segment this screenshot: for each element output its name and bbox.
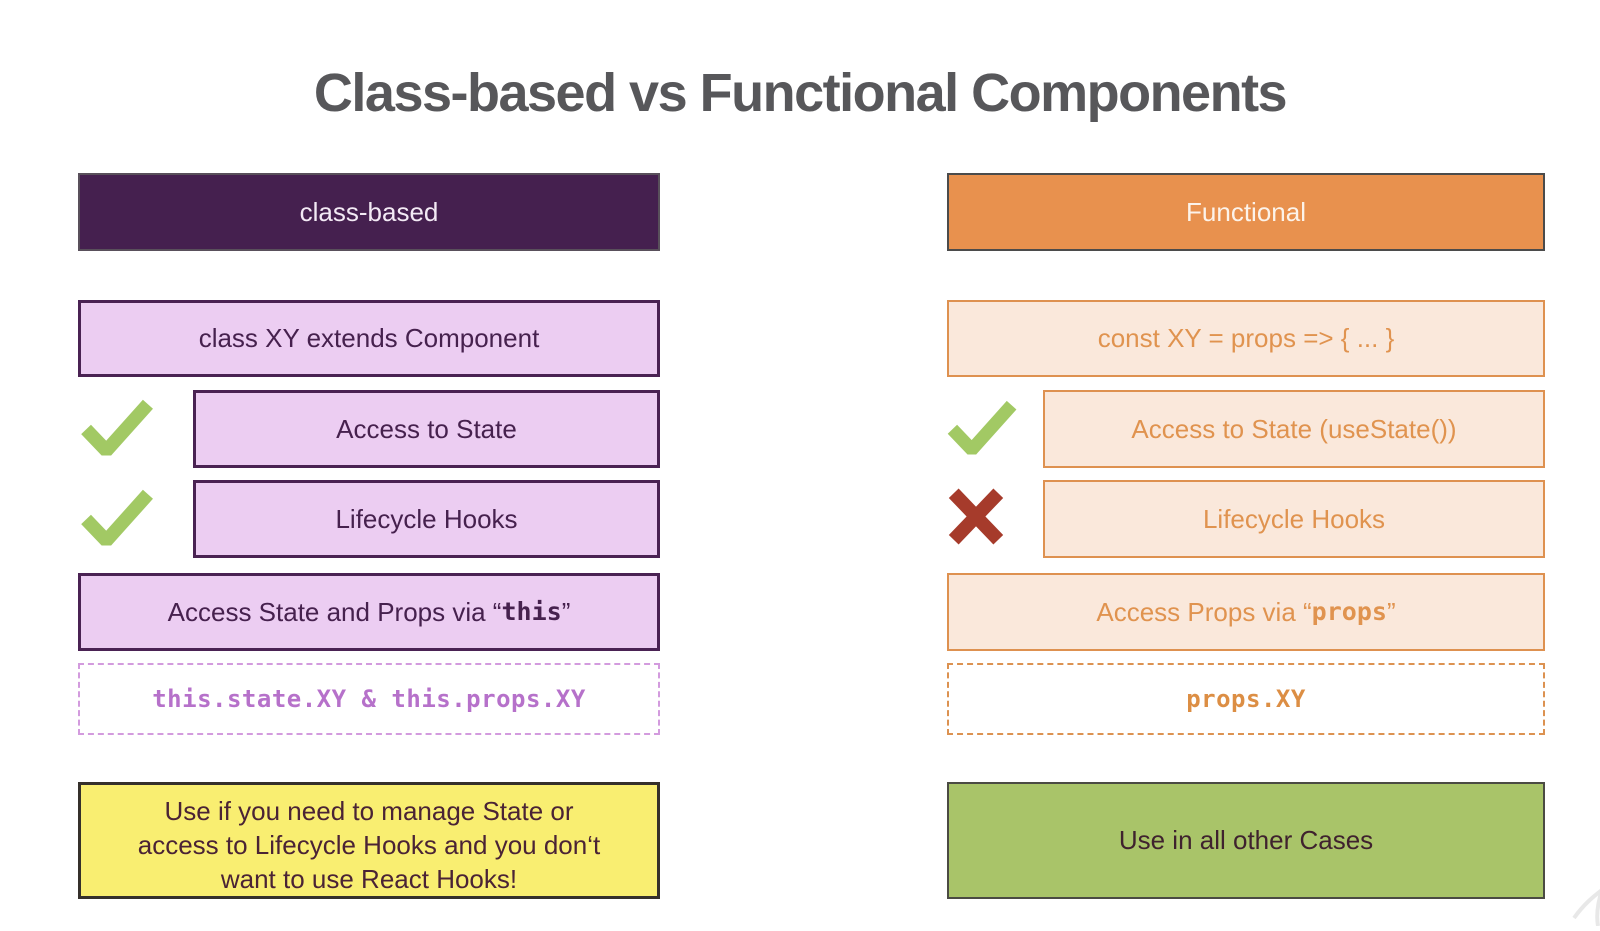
class-signature-box: class XY extends Component	[78, 300, 660, 377]
feature-box-access-to-state: Access to State	[193, 390, 660, 468]
check-icon	[78, 488, 156, 551]
class-based-access-row: Access State and Props via “this”	[78, 573, 660, 651]
this-keyword: this	[501, 597, 562, 627]
functional-access-row: Access Props via “props”	[947, 573, 1545, 651]
functional-header-row: Functional	[947, 173, 1545, 251]
access-state-props-box: Access State and Props via “this”	[78, 573, 660, 651]
access-text-prefix: Access Props via “	[1096, 596, 1312, 627]
access-text-suffix: ”	[561, 596, 571, 627]
feature-box-usestate: Access to State (useState())	[1043, 390, 1545, 468]
class-usage-note-box: Use if you need to manage State or acces…	[78, 782, 660, 899]
check-icon	[945, 399, 1019, 460]
functional-code-example: props.XY	[1186, 685, 1306, 713]
check-icon	[78, 398, 156, 461]
feature-box-lifecycle-hooks: Lifecycle Hooks	[193, 480, 660, 558]
usage-note-line: want to use React Hooks!	[220, 864, 518, 894]
column-functional: Functional const XY = props => { ... } A…	[947, 173, 1545, 900]
class-based-signature-row: class XY extends Component	[78, 300, 660, 377]
functional-usage-row: Use in all other Cases	[947, 782, 1545, 899]
functional-code-example-box: props.XY	[947, 663, 1545, 735]
class-based-feature-lifecycle: Lifecycle Hooks	[78, 480, 660, 558]
column-class-based: class-based class XY extends Component A…	[78, 173, 660, 900]
class-code-example: this.state.XY & this.props.XY	[152, 685, 586, 713]
class-based-header-row: class-based	[78, 173, 660, 251]
usage-note-line: Use if you need to manage State or	[164, 796, 574, 826]
functional-signature-box: const XY = props => { ... }	[947, 300, 1545, 377]
cross-icon	[945, 483, 1007, 556]
corner-watermark	[1568, 884, 1600, 931]
class-based-code-row: this.state.XY & this.props.XY	[78, 663, 660, 735]
usage-note-line: access to Lifecycle Hooks and you don‘t	[137, 830, 601, 860]
column-header-functional: Functional	[947, 173, 1545, 251]
class-based-usage-row: Use if you need to manage State or acces…	[78, 782, 660, 899]
feature-box-no-lifecycle-hooks: Lifecycle Hooks	[1043, 480, 1545, 558]
page-title: Class-based vs Functional Components	[313, 63, 1288, 123]
functional-usage-note-box: Use in all other Cases	[947, 782, 1545, 899]
props-keyword: props	[1311, 597, 1387, 627]
functional-feature-lifecycle: Lifecycle Hooks	[947, 480, 1545, 558]
functional-code-row: props.XY	[947, 663, 1545, 735]
access-text-prefix: Access State and Props via “	[167, 596, 502, 627]
class-code-example-box: this.state.XY & this.props.XY	[78, 663, 660, 735]
functional-feature-state: Access to State (useState())	[947, 390, 1545, 468]
class-based-feature-state: Access to State	[78, 390, 660, 468]
access-text-suffix: ”	[1386, 596, 1396, 627]
functional-signature-row: const XY = props => { ... }	[947, 300, 1545, 377]
column-header-class-based: class-based	[78, 173, 660, 251]
access-props-box: Access Props via “props”	[947, 573, 1545, 651]
